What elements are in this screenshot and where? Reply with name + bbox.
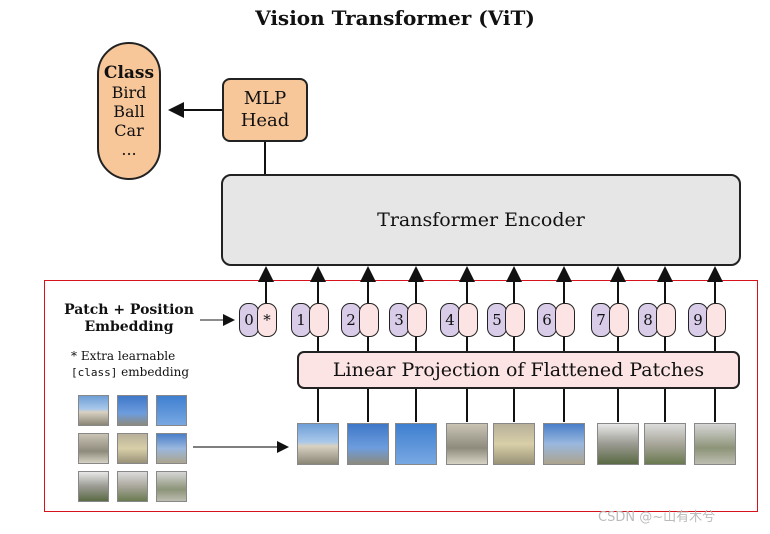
position-token-3: 3 <box>389 303 409 337</box>
patch-embedding-6 <box>555 303 575 337</box>
pe-label-line1: Patch + Position <box>64 302 194 318</box>
patch-embedding-9 <box>706 303 726 337</box>
grid-patch-1 <box>78 395 109 426</box>
sequence-patch-3 <box>395 423 437 465</box>
position-token-2: 2 <box>341 303 361 337</box>
position-token-0: 0 <box>239 303 259 337</box>
sequence-patch-4 <box>446 423 488 465</box>
grid-patch-9 <box>156 471 187 502</box>
patch-embedding-4 <box>458 303 478 337</box>
patch-position-embedding-label: Patch + Position Embedding <box>60 302 198 336</box>
sequence-patch-1 <box>297 423 339 465</box>
class-item-bird: Bird <box>111 83 147 102</box>
extra-learnable-note: * Extra learnable [class] embedding <box>71 348 189 381</box>
mlp-head-line1: MLP <box>243 88 287 109</box>
class-item-ball: Ball <box>113 102 145 121</box>
position-token-6: 6 <box>537 303 557 337</box>
grid-patch-4 <box>78 433 109 464</box>
position-token-7: 7 <box>591 303 611 337</box>
position-token-5: 5 <box>487 303 507 337</box>
sequence-patch-8 <box>644 423 686 465</box>
class-item-car: Car <box>114 121 144 140</box>
patch-embedding-1 <box>309 303 329 337</box>
linear-projection-box: Linear Projection of Flattened Patches <box>297 351 740 389</box>
sequence-patch-5 <box>493 423 535 465</box>
grid-patch-3 <box>156 395 187 426</box>
transformer-encoder-box: Transformer Encoder <box>221 174 741 266</box>
class-output-box: Class Bird Ball Car ... <box>97 42 161 180</box>
sequence-patch-9 <box>694 423 736 465</box>
position-token-9: 9 <box>688 303 708 337</box>
extra-note-line1: * Extra learnable <box>71 349 176 363</box>
sequence-patch-2 <box>347 423 389 465</box>
token-arrows <box>258 266 723 303</box>
extra-note-code: [class] <box>71 366 118 379</box>
patch-embedding-5 <box>505 303 525 337</box>
sequence-patch-7 <box>597 423 639 465</box>
patch-embedding-7 <box>609 303 629 337</box>
embedding-region-frame <box>44 280 758 512</box>
class-token-embedding: * <box>257 303 277 337</box>
mlp-head-box: MLP Head <box>222 78 308 142</box>
position-token-8: 8 <box>638 303 658 337</box>
watermark: CSDN @~山有木兮 <box>598 510 716 525</box>
class-header: Class <box>103 63 155 83</box>
grid-patch-7 <box>78 471 109 502</box>
patch-embedding-3 <box>407 303 427 337</box>
grid-patch-5 <box>117 433 148 464</box>
grid-patch-6 <box>156 433 187 464</box>
position-token-1: 1 <box>291 303 311 337</box>
position-token-4: 4 <box>440 303 460 337</box>
pe-label-line2: Embedding <box>84 319 174 335</box>
extra-note-rest: embedding <box>117 365 190 379</box>
grid-patch-2 <box>117 395 148 426</box>
patch-embedding-2 <box>359 303 379 337</box>
sequence-patch-6 <box>543 423 585 465</box>
patch-embedding-8 <box>656 303 676 337</box>
grid-patch-8 <box>117 471 148 502</box>
diagram-title: Vision Transformer (ViT) <box>255 6 535 30</box>
mlp-head-line2: Head <box>240 110 290 131</box>
class-item-ellipsis: ... <box>121 140 137 159</box>
